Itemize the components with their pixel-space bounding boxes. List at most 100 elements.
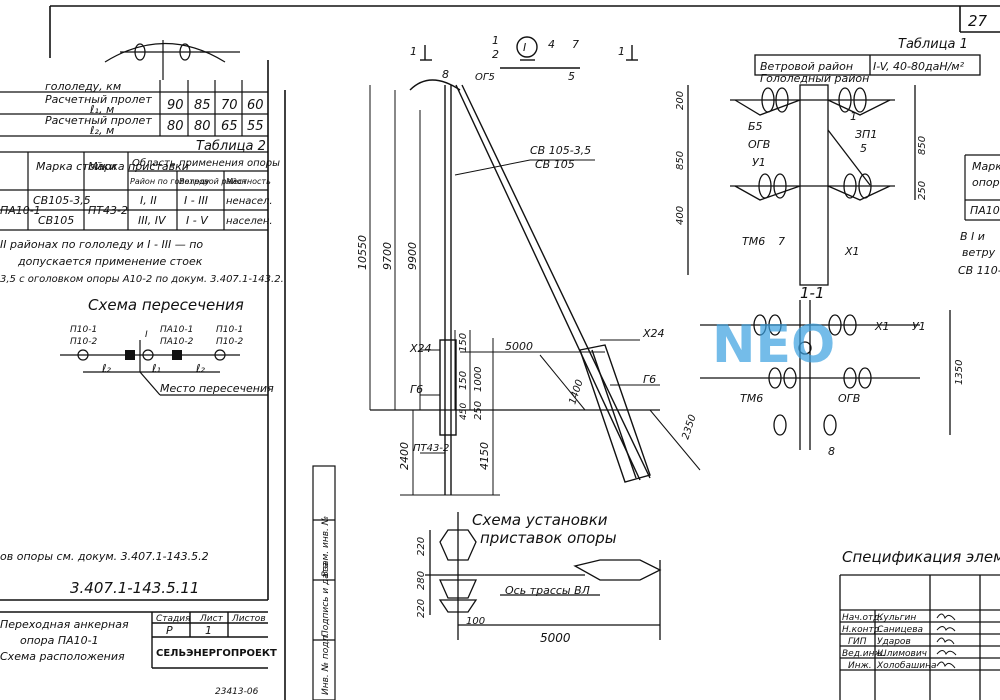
pole-dim-4150: 4150 (478, 442, 491, 470)
pole-label-pt43: ПТ43-2 (413, 443, 449, 454)
crossing-span-1: ℓ₂ (101, 362, 112, 375)
right-partial-table (964, 154, 1000, 221)
table1-title: Таблица 1 (898, 37, 968, 52)
table2-h-area: Область применения опоры (132, 157, 280, 169)
pole-label-sv105: СВ 105 (535, 158, 575, 171)
pole-section-1-right: 1 (618, 45, 625, 58)
side-stamp-3: Взам. инв. № (321, 516, 331, 577)
spec-name-2: Саницева (877, 625, 923, 635)
crossing-label-p3: П10-1 (216, 325, 243, 335)
pole-dim-9900: 9900 (406, 242, 419, 270)
head-label-b5: Б5 (748, 120, 763, 133)
crossing-label-p1: П10-1 (70, 325, 97, 335)
pole-label-8: 8 (442, 68, 449, 81)
crossing-title: Схема пересечения (88, 296, 244, 314)
section-label-8: 8 (828, 445, 835, 458)
note-line3: 3,5 с оголовком опоры А10-2 по докум. 3.… (0, 274, 284, 285)
pole-label-g6-left: Г6 (410, 383, 423, 396)
pole-dim-10550: 10550 (356, 235, 369, 270)
head-dim-400: 400 (675, 206, 686, 225)
pole-drawing (370, 36, 660, 495)
titleblock-grid (0, 611, 268, 669)
right-partial-l3: ПА10 (970, 204, 1000, 217)
title-name-l2: опора ПА10-1 (20, 634, 99, 647)
head-dim-250: 250 (917, 181, 928, 200)
span-row2-v3: 70 (221, 98, 238, 113)
title-name-l1: Переходная анкерная (0, 618, 129, 631)
bottom-code: 23413-06 (215, 687, 259, 697)
pole-label-4: 4 (548, 38, 555, 51)
pole-label-i: I (523, 41, 526, 54)
crossing-label-pa1: ПА10-1 (160, 325, 193, 335)
table2-h-attach: Марка приставки (88, 160, 189, 173)
spec-role-3: ГИП (848, 637, 867, 647)
pole-label-5: 5 (568, 70, 575, 83)
table1-row1-label: Ветровой район (760, 60, 853, 73)
span-row2-label: Расчетный пролет (45, 93, 152, 106)
pole-dim-2350: 2350 (680, 413, 698, 441)
span-row2-sub: ℓ₁, м (89, 103, 114, 116)
pole-dim-1000: 1000 (473, 367, 484, 392)
pole-label-1: 1 (492, 34, 499, 47)
frame (0, 5, 1000, 700)
pole-label-x24-left: Х24 (409, 342, 432, 355)
table2-title: Таблица 2 (196, 139, 266, 154)
pole-leaders (420, 159, 660, 454)
side-stamp-2: Подпись и дата (321, 562, 331, 637)
span-row3-v2: 80 (194, 119, 211, 134)
title-sheet-h: Лист (199, 614, 224, 624)
pole-dim-250: 250 (473, 401, 484, 420)
crossing-label-pa2: ПА10-2 (160, 337, 194, 347)
table2-sh-ice: Район по гололеду (130, 177, 210, 186)
crossing-pole-mid (142, 349, 154, 361)
crossing-label-p4: П10-2 (216, 337, 243, 347)
crossing-span-2: ℓ₁ (151, 362, 161, 375)
table1-row2-label: Гололедный район (760, 72, 869, 85)
head-label-zp1: ЗП1 (855, 128, 877, 141)
note-line1: II районах по гололеду и I - III — по (0, 238, 203, 251)
pole-dim-9700: 9700 (381, 242, 394, 270)
pole-dim-150a: 150 (458, 333, 469, 352)
crossing-pole-left (77, 349, 89, 361)
right-partial-n2: ветру (962, 246, 996, 259)
crossing-label-i: I (145, 330, 148, 340)
table2-sh-wind: Ветровой район (179, 177, 247, 186)
install-dim-220b: 220 (416, 599, 427, 618)
title-sheets-h: Листов (231, 614, 266, 624)
watermark-logo: NEO (712, 315, 835, 375)
install-title-l1: Схема установки (472, 511, 608, 529)
head-label-1: 1 (850, 110, 857, 123)
note-line2: допускается применение стоек (17, 255, 203, 268)
top-head-detail (104, 40, 240, 80)
span-row3-v3: 65 (221, 119, 238, 134)
pole-dim-1400: 1400 (567, 378, 585, 406)
crossing-label-p2: П10-2 (70, 337, 97, 347)
title-name-l3: Схема расположения (0, 650, 125, 663)
crossing-marker-2 (172, 350, 182, 360)
spec-name-3: Ударов (877, 637, 911, 647)
pole-dim-2400: 2400 (398, 442, 411, 470)
pole-label-og5: ОГ5 (475, 72, 495, 83)
right-partial-l2: опор (972, 176, 1000, 189)
spec-name-4: Шлимович (877, 649, 927, 659)
span-row2-v4: 60 (247, 98, 264, 113)
section-label-x1: Х1 (874, 320, 890, 333)
pole-label-7: 7 (572, 38, 579, 51)
table2-r2-wind: I - V (186, 214, 209, 227)
span-row3-v4: 55 (247, 119, 264, 134)
section-label-y1: У1 (912, 320, 926, 333)
sheet-number: 27 (968, 12, 988, 30)
section-label-tm6: ТМ6 (740, 392, 763, 405)
table2-r1-stand: СВ105-3,5 (33, 194, 91, 207)
span-row3-sub: ℓ₂, м (89, 124, 114, 137)
title-sheet: 1 (205, 624, 212, 637)
span-row1-label: гололеду, км (45, 80, 121, 93)
spec-role-1: Нач.отд. (842, 613, 882, 623)
pole-dim-450: 450 (459, 403, 469, 420)
span-row2-v1: 90 (167, 98, 184, 113)
section-label-ogv: ОГВ (838, 392, 860, 405)
pole-label-x24: Х24 (642, 327, 665, 340)
right-partial-n3: СВ 110- (958, 264, 1000, 277)
title-stage-h: Стадия (156, 614, 191, 624)
title-stage: Р (166, 624, 173, 637)
